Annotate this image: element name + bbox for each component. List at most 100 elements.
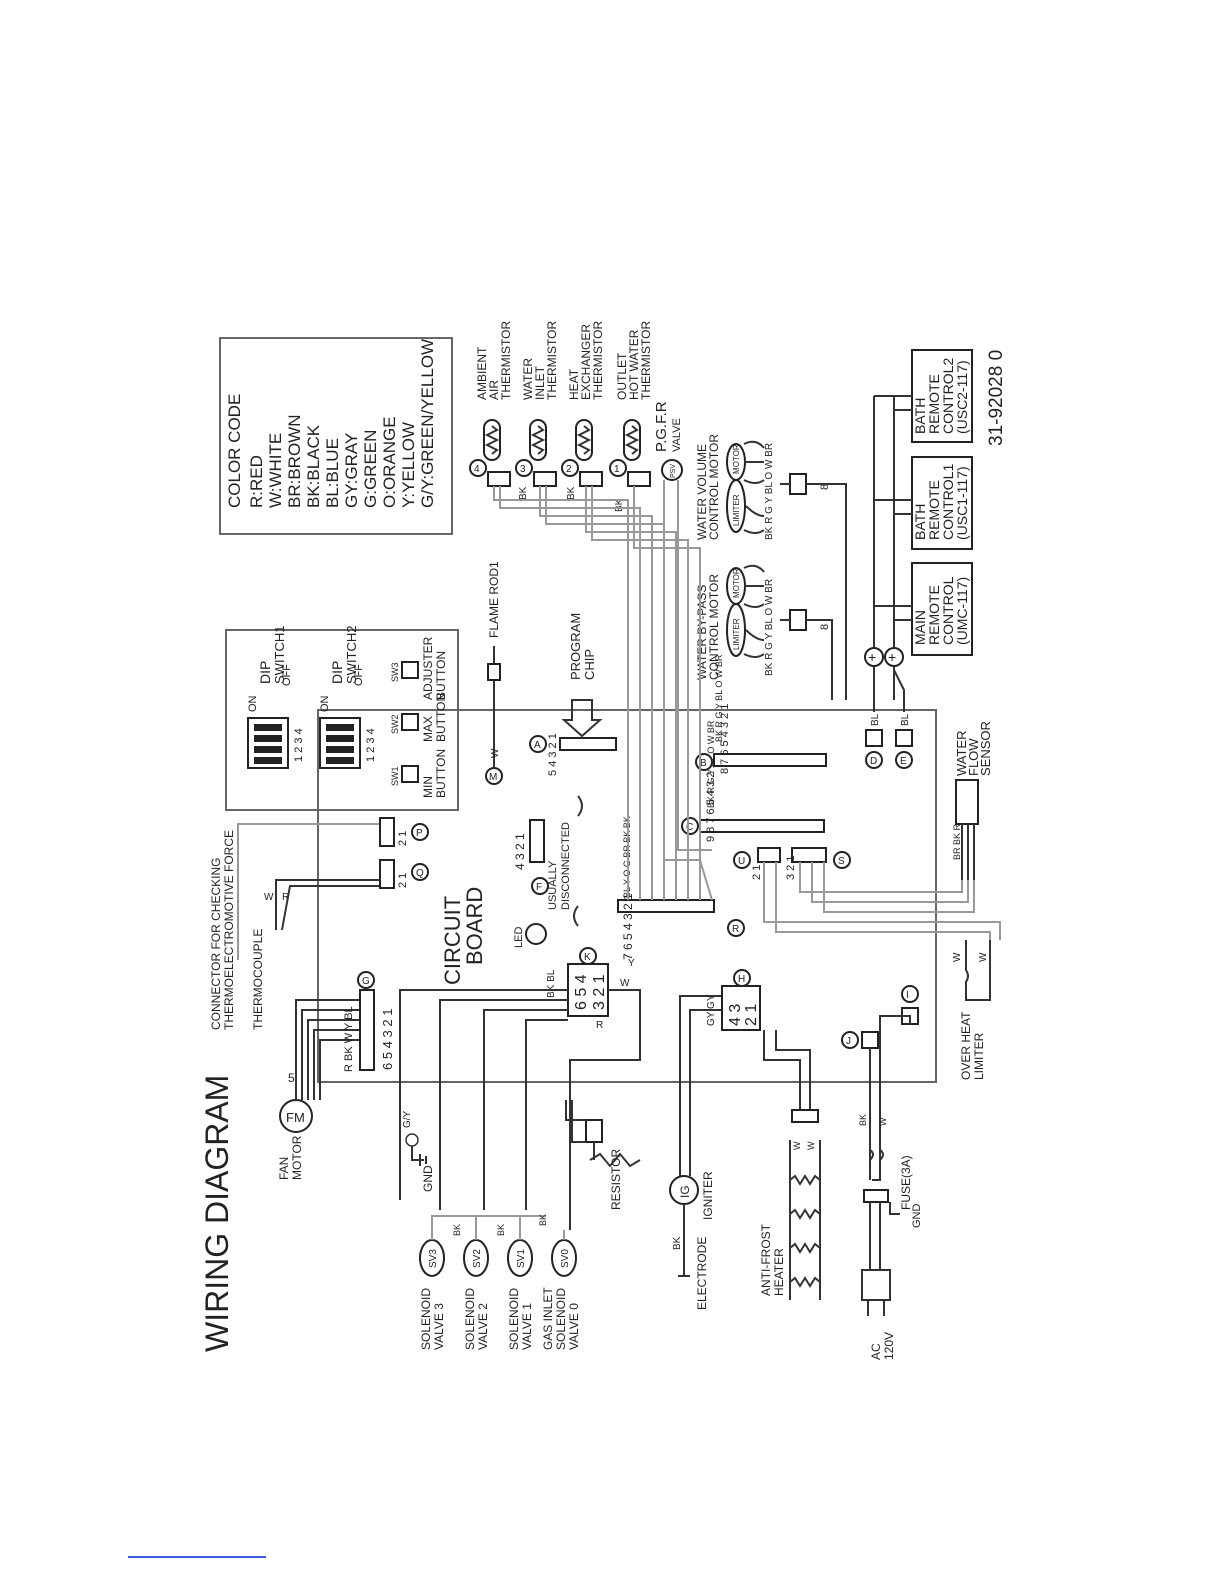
- wire-code: BK: [614, 498, 625, 512]
- connector-q-body: [379, 859, 395, 889]
- thermistor-label: THERMISTOR: [545, 321, 559, 400]
- dip-off: OFF: [281, 664, 293, 686]
- connector-c: C: [686, 822, 693, 833]
- wire-code: R: [282, 892, 289, 903]
- button-label: ADJUSTER: [421, 636, 435, 700]
- max-button: [401, 713, 419, 731]
- connector-j-circle: [841, 1031, 859, 1049]
- wire-code: BK: [672, 1236, 683, 1250]
- connector-r-circle: [727, 919, 745, 937]
- connector-k-circle: [579, 947, 597, 965]
- dip-toggles: [254, 724, 354, 764]
- button-code: SW3: [390, 662, 400, 682]
- connector-q-circle: [411, 863, 429, 881]
- sensor-wires: [961, 824, 975, 880]
- thermistor-zigzag: [624, 425, 640, 455]
- thermistor-label: OUTLET: [615, 352, 629, 400]
- solenoid-symbol: SV1: [516, 1249, 527, 1268]
- remote-label: REMOTE: [926, 585, 942, 645]
- solenoid-symbol: SV3: [428, 1249, 439, 1268]
- solenoid-label: GAS INLET: [541, 1287, 555, 1350]
- solenoid-symbol: SV0: [560, 1249, 571, 1268]
- thermistor-group: AMBIENT AIR THERMISTOR WATER INLET THERM…: [469, 321, 653, 512]
- connector-c-circle: [681, 817, 699, 835]
- ac-label: AC: [869, 1343, 883, 1360]
- thermistor-id-circle: [469, 459, 487, 477]
- wire-code: BK: [566, 486, 577, 500]
- terminal-e: [895, 729, 913, 747]
- wire-code: W: [878, 1117, 888, 1126]
- connector-p-circle: [411, 823, 429, 841]
- color-code-entry: O:ORANGE: [380, 416, 399, 508]
- thermistor-label: THERMISTOR: [591, 321, 605, 400]
- color-code-heading: COLOR CODE: [225, 394, 244, 508]
- thermistor-id: 4: [474, 464, 480, 475]
- connector-m: M: [489, 772, 497, 783]
- connector-p-body: [379, 817, 395, 847]
- solenoid-label: VALVE 2: [476, 1303, 490, 1350]
- resistor-wires: [565, 1100, 595, 1160]
- color-code-entry: W:WHITE: [266, 433, 285, 508]
- connector-c-body: [699, 819, 825, 833]
- resistor-symbol: [589, 1152, 641, 1168]
- remote-terminal: [864, 647, 884, 667]
- solenoid-leads: [431, 1215, 565, 1240]
- heater-feed: [763, 1030, 811, 1110]
- thermistor-label: INLET: [533, 365, 547, 400]
- connector-d: D: [870, 756, 877, 767]
- footer-rule: [128, 1556, 266, 1558]
- thermistor-plug: [627, 471, 651, 487]
- motor-label: WATER BY-PASS: [695, 585, 709, 680]
- program-chip-label: CHIP: [582, 649, 597, 680]
- connector-i: I: [906, 990, 909, 1001]
- connector-h-circle: [733, 969, 751, 987]
- dip-switch-label: DIP: [257, 661, 273, 684]
- ac-plug: [861, 1269, 891, 1316]
- solenoid-label: VALVE 0: [567, 1303, 581, 1350]
- color-code-entry: BR:BROWN: [285, 415, 304, 509]
- document-number: 31-92028 0: [986, 350, 1007, 446]
- thermistor-id-circle: [515, 459, 533, 477]
- solenoid-wires: [399, 989, 641, 1230]
- dip-numbers: 1 2 3 4: [293, 728, 305, 762]
- remote-label: BATH: [912, 504, 928, 540]
- terminal-plus: +: [868, 649, 876, 665]
- thermistor-label: AMBIENT: [475, 346, 489, 400]
- fan-motor-label: FAN: [277, 1157, 291, 1180]
- thermistor-plug: [487, 471, 511, 487]
- color-code-box: [219, 337, 453, 535]
- check-line: [237, 823, 380, 960]
- connector-check-label: CONNECTOR FOR CHECKING: [209, 858, 223, 1030]
- pin-number: 8: [819, 624, 831, 630]
- remote-controls: MAIN REMOTE CONTROL (UMC-117) BATH REMOT…: [912, 358, 970, 645]
- button-label: MIN: [421, 776, 435, 798]
- water-flow-sensor-label: SENSOR: [978, 721, 993, 776]
- anti-frost-label: HEATER: [772, 1248, 786, 1296]
- fan-motor-wires: [295, 999, 360, 1100]
- pgfr-valve-symbol: [661, 459, 683, 481]
- fuse-label: FUSE(3A): [899, 1155, 913, 1210]
- igniter-label: IGNITER: [701, 1171, 715, 1220]
- gnd-label: GND: [421, 1165, 435, 1192]
- wire-code: G/Y: [402, 1110, 413, 1128]
- motor-wire-codes: BK R G Y BL O W BR: [764, 443, 775, 540]
- heater-bus: [789, 1140, 821, 1300]
- over-heat-label: LIMITER: [972, 1032, 986, 1080]
- gnd-terminal: [405, 1133, 419, 1147]
- led-label: LED: [513, 927, 525, 948]
- pgfr-wires: [663, 480, 713, 901]
- pin-row: 5 4 3 2 1: [547, 733, 559, 776]
- water-volume-motor: WATER VOLUME CONTROL MOTOR LIMITER MOTOR…: [695, 434, 831, 540]
- fan-motor-symbol: FM: [286, 1110, 305, 1125]
- parenthesis: [577, 795, 583, 817]
- wire-codes-g: R BK W Y BL: [343, 1006, 355, 1072]
- diagram-title: WIRING DIAGRAM: [199, 1075, 235, 1352]
- solenoid-label: SOLENOID: [463, 1288, 477, 1350]
- usually-disconnected: USUALLY: [547, 860, 559, 910]
- thermistor-label: THERMISTOR: [499, 321, 513, 400]
- connector-k: K: [584, 952, 591, 963]
- remote-label: BATH: [912, 398, 928, 434]
- connector-s-body: [791, 847, 827, 863]
- connector-u: U: [738, 856, 745, 867]
